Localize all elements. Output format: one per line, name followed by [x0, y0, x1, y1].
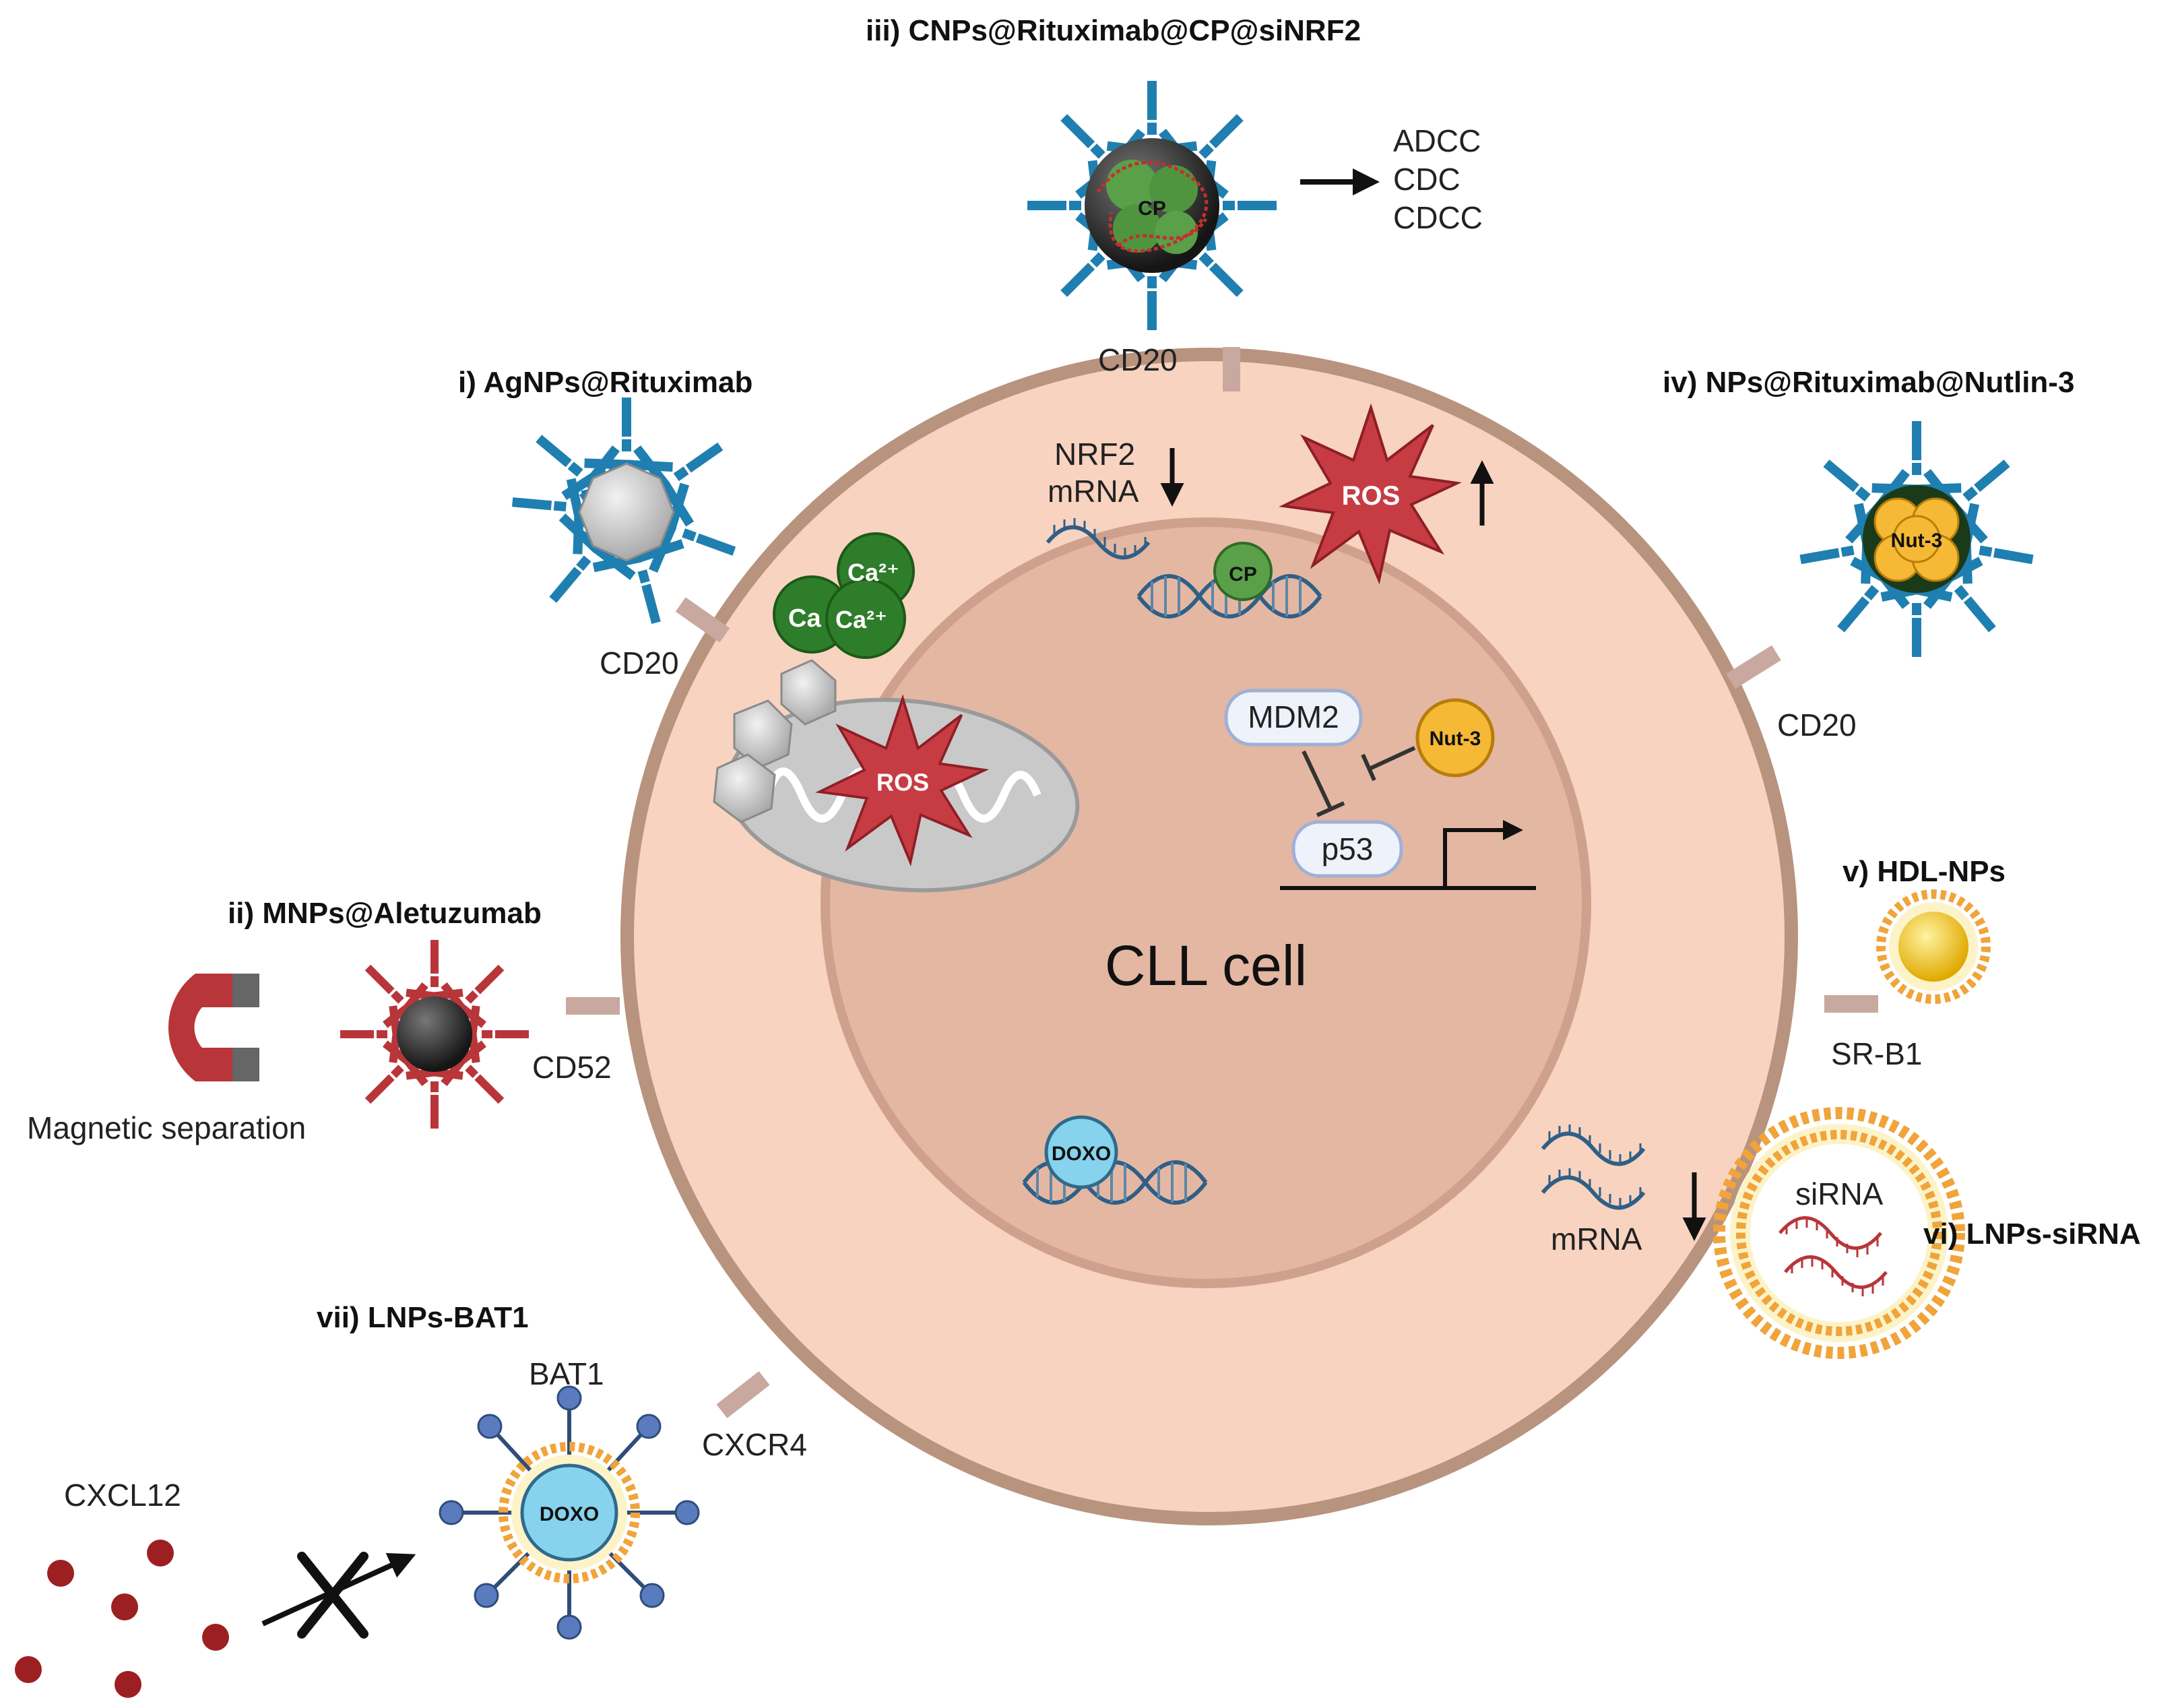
bat1-label: BAT1 [529, 1356, 604, 1391]
receptor-label-sr-b1: SR-B1 [1831, 1036, 1922, 1071]
receptor-cd20-right [1726, 645, 1781, 689]
receptor-cd52 [566, 997, 620, 1015]
receptor-label-cd20-left: CD20 [600, 645, 679, 681]
receptor-cxcr4 [716, 1371, 770, 1418]
np-i-title: i) AgNPs@Rituximab [458, 366, 752, 399]
agnp-rituximab-particle [508, 398, 750, 635]
np-rituximab-nutlin-particle: Nut-3 [1793, 421, 2041, 658]
effect-adcc: ADCC [1393, 123, 1481, 158]
inhibit-nut3-mdm2 [1370, 746, 1416, 770]
receptor-label-cd20-top: CD20 [1098, 342, 1178, 377]
cnp-rituximab-particle: CP [1027, 81, 1277, 330]
block-x-icon [297, 1552, 368, 1639]
doxo-label-lnp: DOXO [540, 1503, 599, 1525]
nrf2-label-line2: mRNA [1048, 474, 1139, 509]
cp-molecule: CP [1213, 542, 1273, 601]
inhibit-mdm2-bar [1316, 801, 1345, 817]
magnetic-separation-label: Magnetic separation [27, 1110, 306, 1145]
p53-label: p53 [1322, 831, 1374, 866]
ros-burst-top: ROS [1282, 406, 1458, 581]
np-iii-title: iii) CNPs@Rituximab@CP@siNRF2 [866, 14, 1361, 47]
doxo-label-intracellular: DOXO [1052, 1143, 1111, 1165]
effect-cdcc: CDCC [1393, 200, 1483, 235]
nut3-molecule [1415, 698, 1495, 778]
nrf2-label-line1: NRF2 [1054, 437, 1135, 472]
inhibit-mdm2-p53 [1302, 750, 1333, 810]
cell-label: CLL cell [1105, 934, 1307, 997]
receptor-sr-b1 [1824, 995, 1878, 1013]
cnp-core-label: CP [1138, 197, 1166, 220]
doxo-intracellular: DOXO [1044, 1115, 1118, 1189]
mdm2-box [1224, 689, 1363, 747]
nut3-label: Nut-3 [1430, 728, 1481, 750]
ros-burst-mitochondria: ROS [818, 697, 986, 864]
receptor-cd20-left [675, 597, 730, 643]
effect-cdc: CDC [1393, 162, 1461, 197]
magnet-icon [168, 974, 259, 1081]
receptor-label-cd20-right: CD20 [1777, 707, 1857, 742]
nut3-core-label: Nut-3 [1891, 530, 1943, 552]
ros-label-mito: ROS [876, 768, 929, 796]
calcium-partial-label: Ca [788, 604, 821, 633]
cll-cell-nucleus [821, 517, 1591, 1288]
inhibit-nut3-bar [1361, 753, 1376, 782]
mdm2-label: MDM2 [1248, 699, 1339, 734]
calcium-label-front: Ca²⁺ [835, 606, 887, 633]
sirna-label: siRNA [1795, 1176, 1884, 1211]
p53-box [1291, 820, 1403, 878]
mrna-label: mRNA [1551, 1222, 1642, 1257]
cxcl12-label: CXCL12 [64, 1478, 181, 1513]
receptor-cd20-top [1223, 347, 1240, 391]
lnp-sirna-particle [1713, 1107, 1965, 1359]
receptor-label-cd52: CD52 [532, 1050, 612, 1085]
receptor-label-cxcr4: CXCR4 [702, 1427, 807, 1462]
calcium-label-top: Ca²⁺ [847, 559, 899, 586]
cp-label: CP [1229, 563, 1257, 586]
ros-label-top: ROS [1342, 481, 1401, 511]
np-v-title: v) HDL-NPs [1842, 855, 2006, 888]
mnp-aletuzumab-particle [340, 940, 529, 1129]
np-ii-title: ii) MNPs@Aletuzumab [228, 897, 542, 930]
hdl-np-particle [1876, 889, 1991, 1004]
transcription-start-arrow [1443, 820, 1523, 888]
lnp-bat1-particle: DOXO [439, 1385, 700, 1640]
np-iv-title: iv) NPs@Rituximab@Nutlin-3 [1663, 366, 2074, 399]
np-vii-title: vii) LNPs-BAT1 [317, 1301, 529, 1334]
np-vi-title: vi) LNPs-siRNA [1923, 1217, 2141, 1251]
calcium-ions: Ca Ca²⁺ Ca²⁺ [773, 532, 915, 659]
cxcl12-molecules [15, 1540, 229, 1698]
